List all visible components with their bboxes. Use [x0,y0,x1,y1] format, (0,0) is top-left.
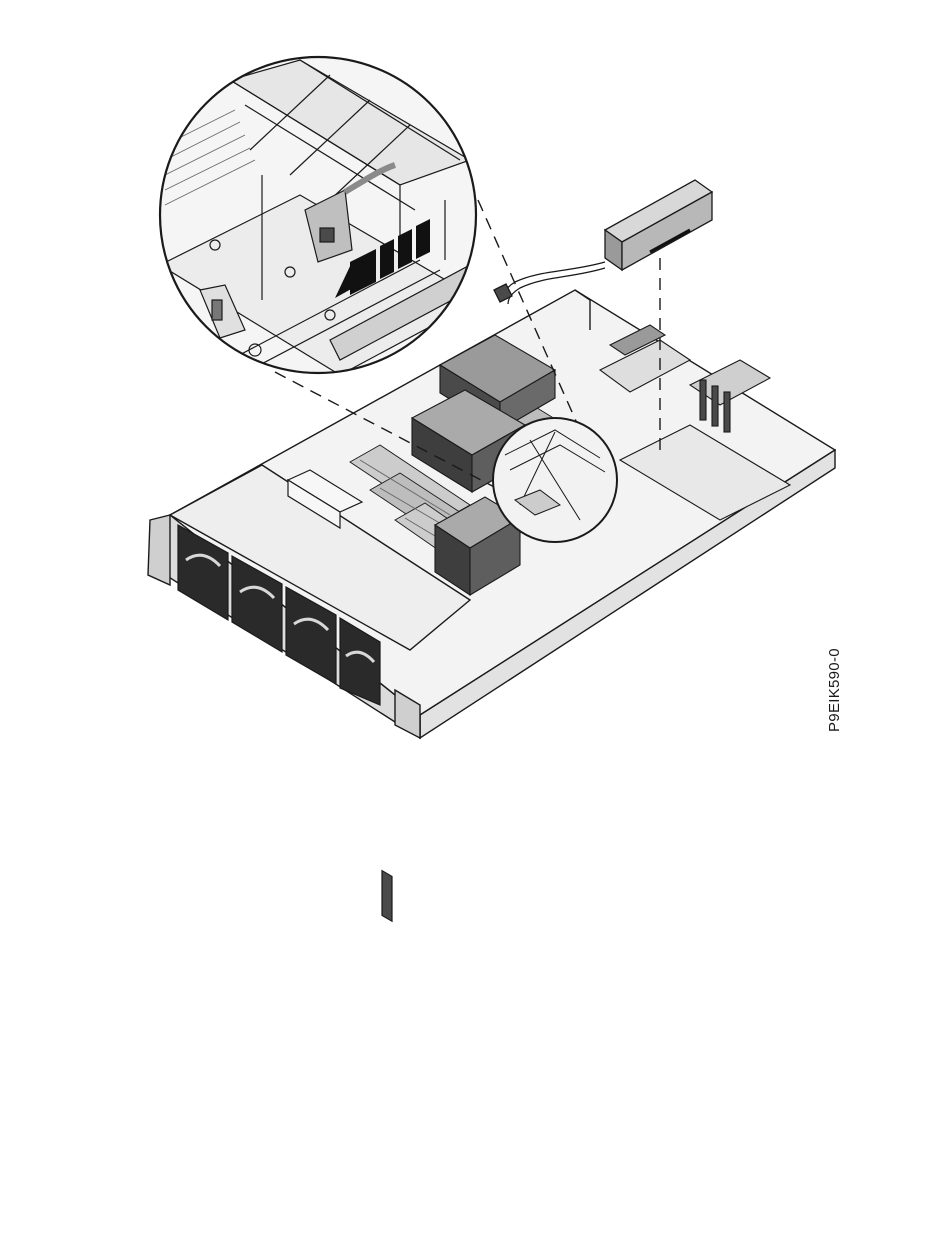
rack-ear-left [148,515,170,585]
front-port-panel [382,871,392,922]
figure-id-label: P9EIK590-0 [826,648,843,732]
adapter-card [605,0,712,270]
detail-callout-large [160,57,480,375]
detail-callout-small [493,418,617,542]
